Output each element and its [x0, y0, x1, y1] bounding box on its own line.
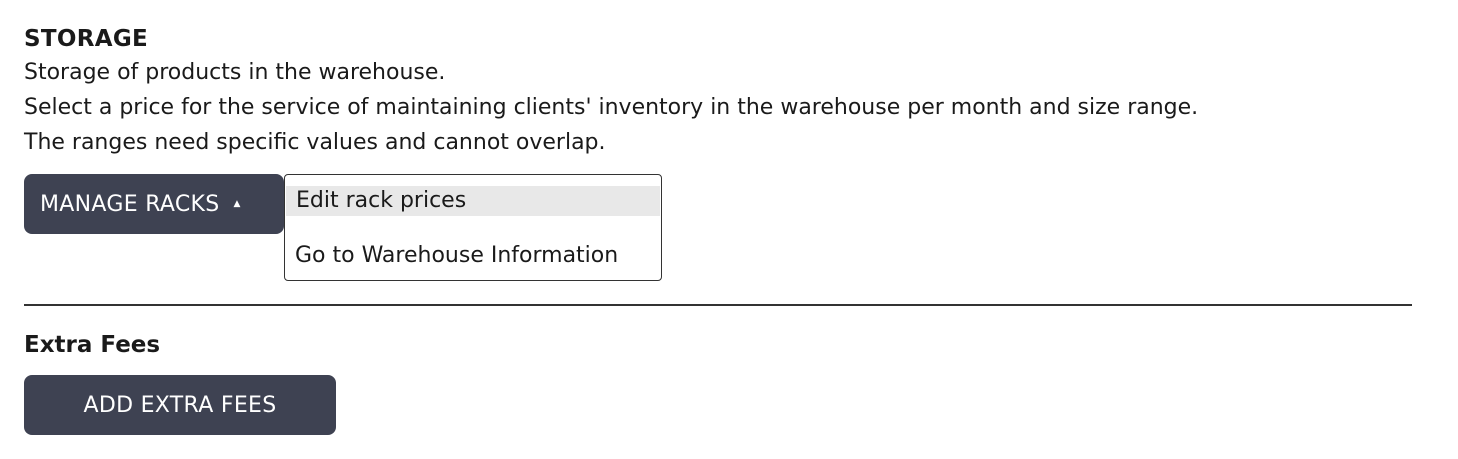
storage-title: STORAGE	[24, 26, 149, 52]
storage-description-line: Storage of products in the warehouse.	[24, 60, 446, 85]
extra-fees-title: Extra Fees	[24, 332, 161, 358]
caret-up-icon: ▲	[233, 199, 241, 209]
storage-description-line: Select a price for the service of mainta…	[24, 95, 1199, 120]
manage-racks-label: MANAGE RACKS	[40, 191, 220, 217]
section-divider	[24, 304, 1412, 306]
menu-item-warehouse-information[interactable]: Go to Warehouse Information	[295, 243, 619, 268]
manage-racks-button[interactable]: MANAGE RACKS ▲	[24, 174, 284, 234]
add-extra-fees-button[interactable]: ADD EXTRA FEES	[24, 375, 336, 435]
menu-item-edit-rack-prices[interactable]: Edit rack prices	[286, 186, 660, 216]
manage-racks-menu: Edit rack prices Go to Warehouse Informa…	[284, 174, 662, 281]
storage-description-line: The ranges need specific values and cann…	[24, 130, 606, 155]
